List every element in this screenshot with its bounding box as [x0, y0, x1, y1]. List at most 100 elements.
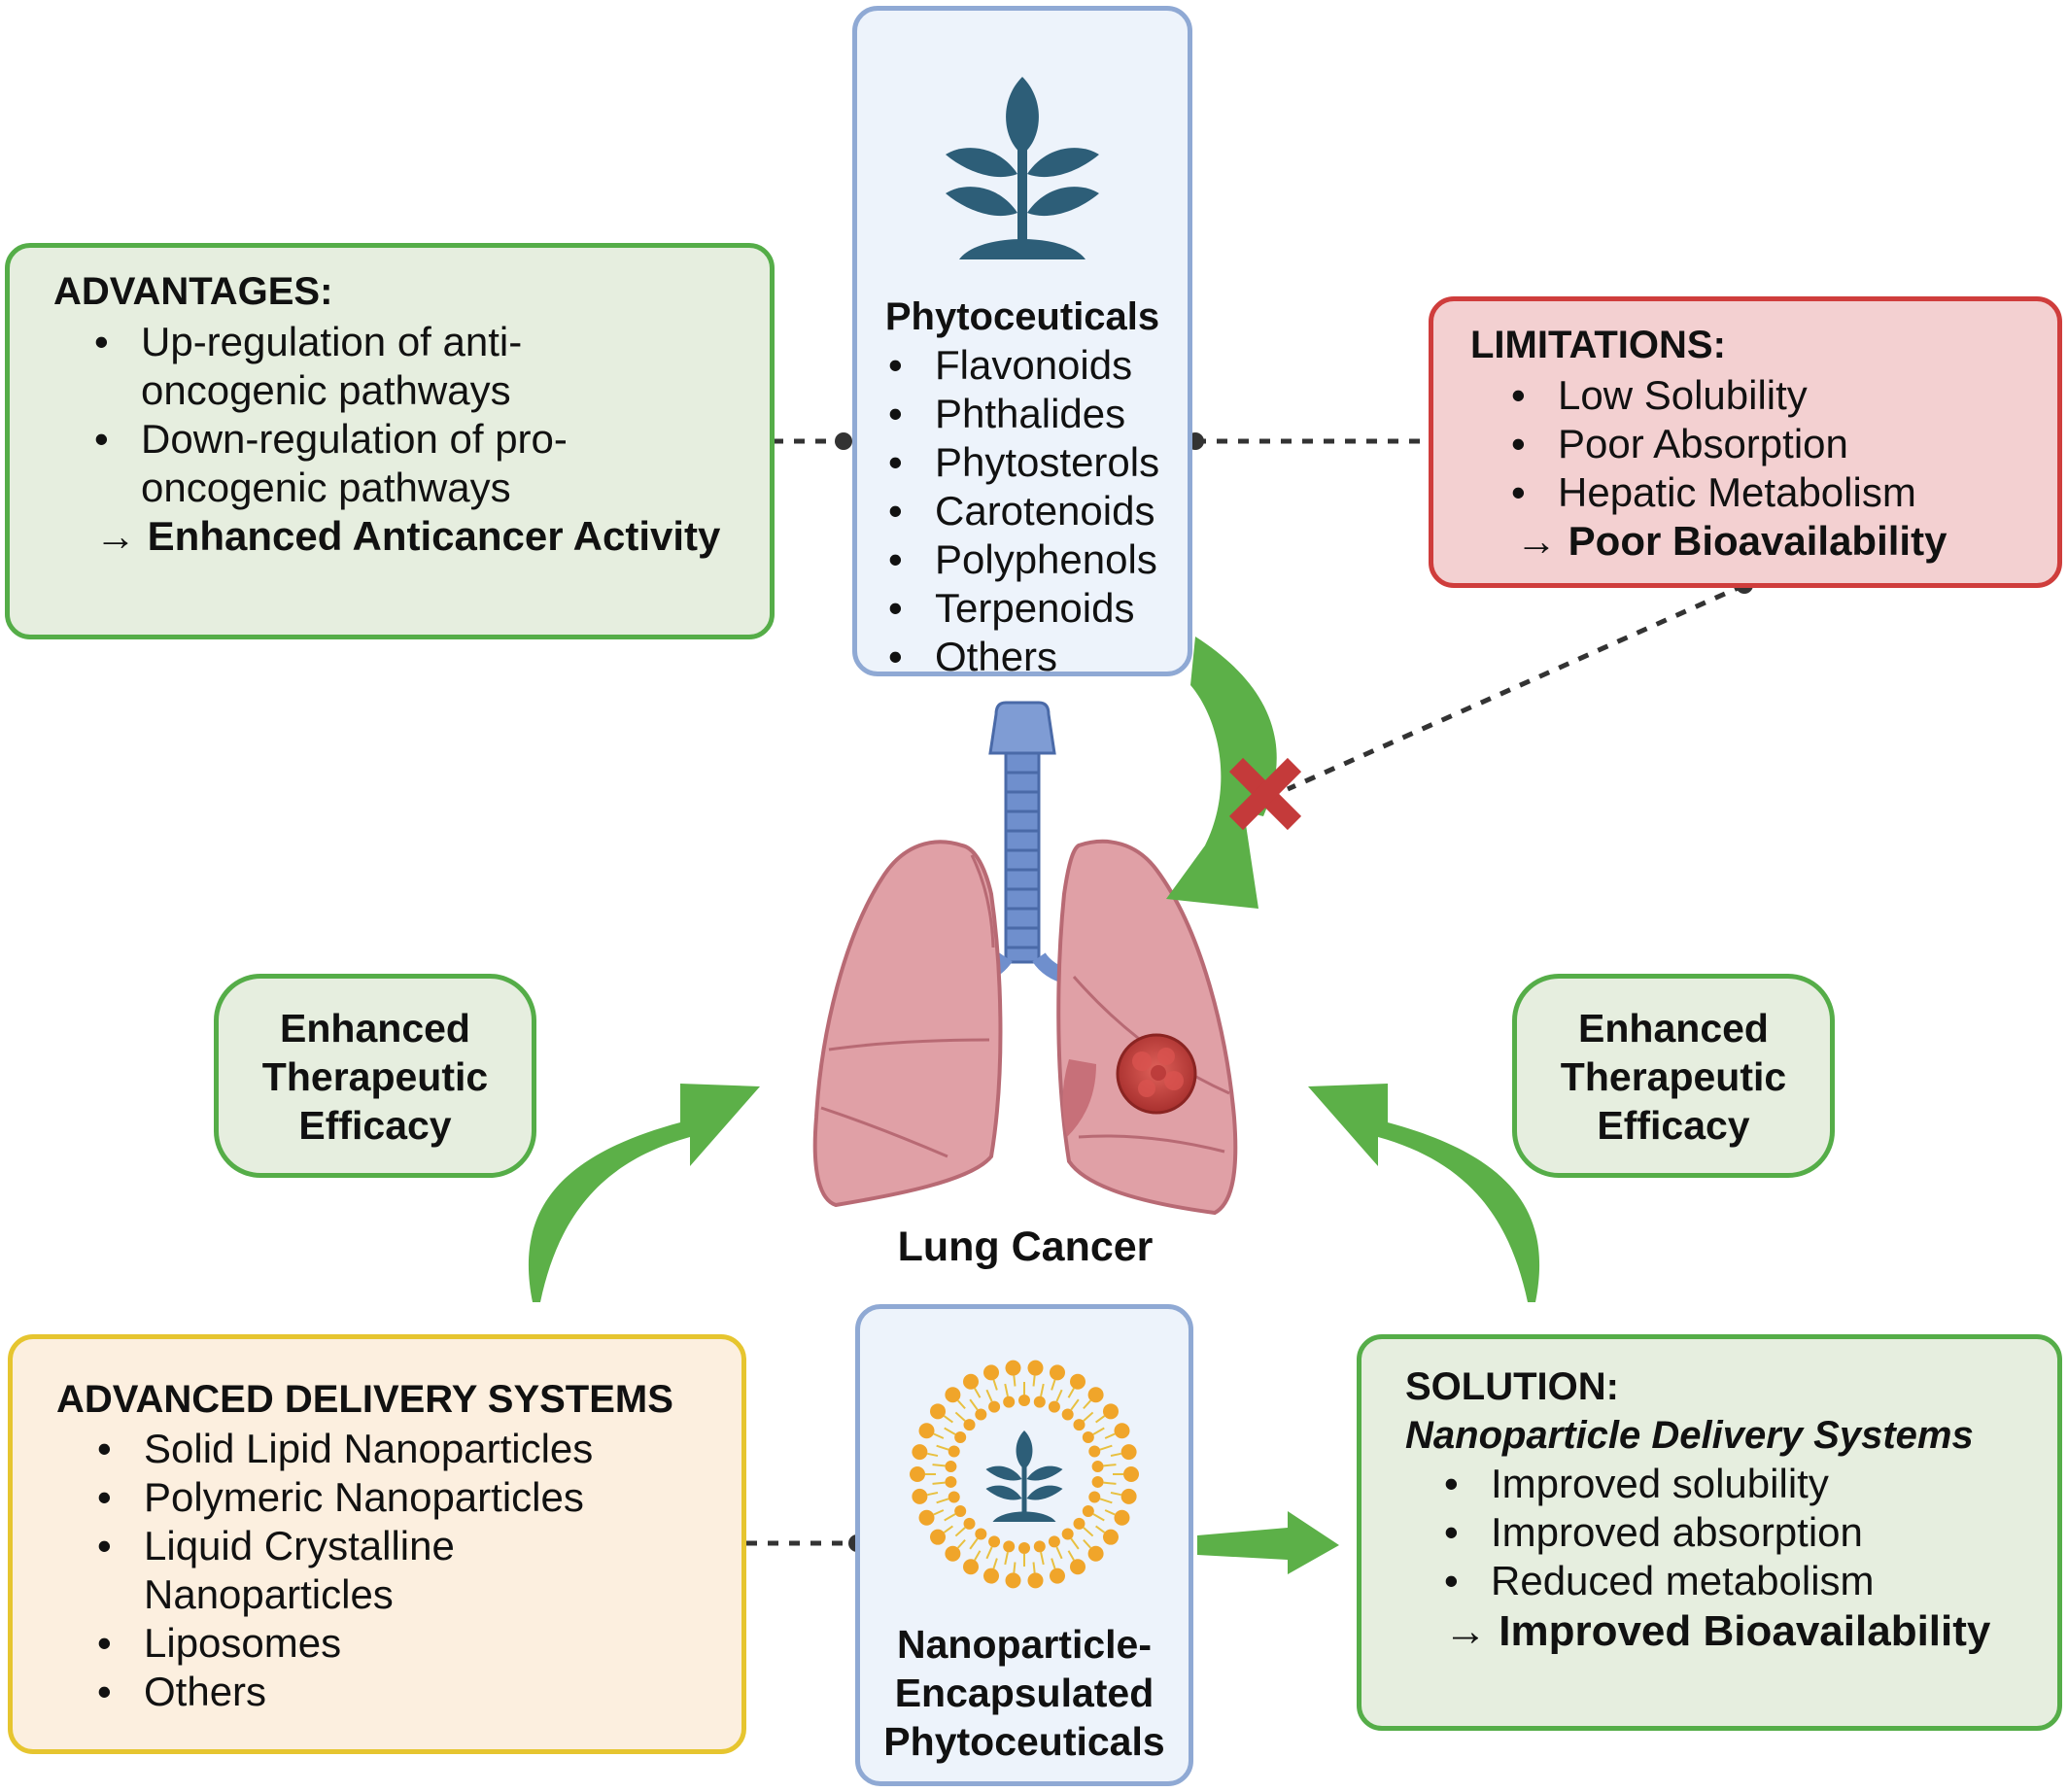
lipid-head [1120, 1444, 1137, 1461]
efficacy-line: Efficacy [1597, 1103, 1750, 1148]
lipid-head [912, 1488, 928, 1504]
lipid-tail [1083, 1399, 1091, 1410]
lipid-head [1048, 1400, 1060, 1413]
lipid-head [918, 1509, 935, 1526]
lipid-tail [1099, 1444, 1113, 1451]
lipid-tail [943, 1525, 953, 1534]
lipid-tail [992, 1379, 998, 1391]
lipid-tail [1095, 1525, 1106, 1534]
efficacy-line: Enhanced [1578, 1006, 1769, 1051]
solution-result: → Improved Bioavailability [1444, 1607, 1991, 1655]
delivery-title: ADVANCED DELIVERY SYSTEMS [56, 1378, 673, 1421]
list-item: Phthalides [888, 390, 1159, 438]
lipid-head [912, 1444, 928, 1461]
list-item: Others [97, 1668, 593, 1716]
arrow-phyto-to-lung [1166, 637, 1277, 909]
lipid-tail [1083, 1527, 1094, 1537]
lipid-head [983, 1364, 1000, 1381]
lipid-tail [1032, 1375, 1036, 1387]
efficacy-line: Therapeutic [1560, 1054, 1787, 1099]
list-item: Liposomes [97, 1619, 593, 1668]
lipid-head [975, 1528, 987, 1540]
list-item: Hepatic Metabolism [1511, 468, 1916, 517]
nano-line: Nanoparticle- [897, 1622, 1152, 1667]
lipid-head [988, 1535, 1001, 1548]
lipid-tail [1092, 1513, 1105, 1522]
lipid-head [945, 1461, 957, 1473]
lipid-head [1027, 1572, 1044, 1589]
lipid-head [1073, 1517, 1086, 1530]
lipid-head [1018, 1542, 1030, 1554]
list-item: Up-regulation of anti- oncogenic pathway… [94, 318, 568, 415]
lipid-tail [1095, 1415, 1106, 1424]
advantages-result: → Enhanced Anticancer Activity [95, 513, 721, 559]
lipid-head [910, 1466, 925, 1482]
lipid-tail [1103, 1481, 1117, 1485]
lipid-tail [936, 1444, 949, 1451]
list-item: Down-regulation of pro- oncogenic pathwa… [94, 415, 568, 512]
advantages-title: ADVANTAGES: [53, 270, 333, 313]
lipid-head [975, 1408, 987, 1421]
lipid-head [1061, 1528, 1074, 1540]
lipid-tail [1051, 1379, 1056, 1391]
list-item: Carotenoids [888, 487, 1159, 535]
lipid-head [963, 1373, 979, 1390]
lipid-tail [936, 1498, 949, 1504]
arrow-right-efficacy [1308, 1084, 1540, 1302]
efficacy-line: Efficacy [298, 1103, 452, 1148]
solution-title: SOLUTION: [1405, 1365, 1619, 1408]
lungs-illustration [812, 701, 1238, 1216]
lipid-tail [969, 1537, 979, 1550]
lipid-head [954, 1505, 967, 1517]
connector-dot [835, 432, 852, 450]
lipid-head [963, 1517, 976, 1530]
lipid-tail [985, 1546, 993, 1560]
lipid-head [1102, 1403, 1119, 1420]
lipid-tail [1083, 1411, 1094, 1422]
lipid-head [1088, 1445, 1101, 1458]
list-item: Phytosterols [888, 438, 1159, 487]
tumor-icon [1116, 1033, 1197, 1115]
lipid-tail [954, 1527, 966, 1537]
lipid-head [1003, 1396, 1016, 1408]
lipid-head [1102, 1529, 1119, 1545]
nano-line: Encapsulated [894, 1671, 1155, 1715]
lipid-head [1049, 1364, 1065, 1381]
lipid-tail [927, 1452, 939, 1458]
lipid-head [948, 1445, 960, 1458]
lipid-head [1027, 1360, 1044, 1376]
lipid-tail [1013, 1375, 1017, 1387]
lipid-head [1088, 1491, 1101, 1503]
lipid-head [1049, 1568, 1065, 1584]
list-item: Improved absorption [1444, 1508, 1875, 1557]
lipid-tail [1083, 1538, 1091, 1549]
lipid-head [1120, 1488, 1137, 1504]
phytoceuticals-title: Phytoceuticals [884, 295, 1160, 338]
limitations-list: Low Solubility Poor Absorption Hepatic M… [1511, 371, 1916, 517]
lipid-tail [1104, 1432, 1116, 1439]
lipid-tail [1013, 1562, 1017, 1573]
limitation-block-connector [1286, 582, 1746, 792]
lipid-head [1073, 1419, 1086, 1431]
lipid-tail [927, 1491, 939, 1497]
list-item: Flavonoids [888, 341, 1159, 390]
solution-list: Improved solubility Improved absorption … [1444, 1460, 1875, 1605]
lipid-head [1123, 1466, 1139, 1482]
arrow-left-efficacy [528, 1084, 760, 1302]
lipid-head [1018, 1395, 1030, 1406]
lipid-tail [1055, 1389, 1063, 1402]
lipid-tail [933, 1432, 945, 1439]
lipid-head [918, 1423, 935, 1439]
lipid-tail [1055, 1546, 1063, 1560]
lipid-head [1061, 1408, 1074, 1421]
list-item: Liquid Crystalline Nanoparticles [97, 1522, 593, 1619]
lipid-head [963, 1419, 976, 1431]
lipid-tail [1032, 1562, 1036, 1573]
lipid-head [945, 1387, 961, 1403]
lipid-head [1048, 1535, 1060, 1548]
lipid-tail [957, 1399, 966, 1410]
lipid-tail [944, 1427, 956, 1435]
lipid-head [945, 1545, 961, 1562]
lipid-tail [1067, 1388, 1075, 1398]
lipid-tail [954, 1411, 966, 1422]
